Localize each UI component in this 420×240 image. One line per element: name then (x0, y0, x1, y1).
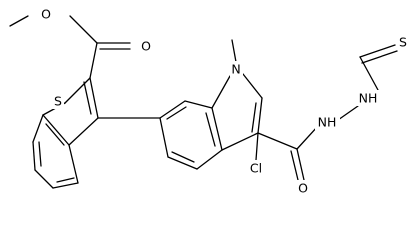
bond-i5-i6 (159, 117, 169, 158)
atom-label-hydrazine-nh-2: NH (359, 91, 378, 106)
bond-n1-c2 (242, 73, 263, 99)
bond-carbonyl-c2 (89, 42, 98, 79)
bond-c4-c3a (68, 144, 79, 184)
bond-c2-c3-a (89, 77, 99, 119)
bond-i7a-i3a (211, 107, 223, 151)
bond-c5-c4 (52, 182, 79, 189)
bond-i7-i7a (184, 100, 213, 109)
atom-label-thione-s: S (399, 35, 407, 50)
atom-label-ester-o-single: O (41, 7, 51, 22)
bond-amide-o-a (296, 148, 305, 181)
atom-label-amide-o: O (298, 181, 308, 196)
bond-indole-inner-1 (166, 106, 187, 120)
atom-indole-n: N (230, 61, 243, 77)
bond-c7-c6 (32, 141, 36, 171)
bond-amide-o-b (290, 150, 299, 181)
atom-label-ester-o-double: O (141, 39, 151, 54)
bond-c2-s1 (64, 77, 91, 104)
bond-nh-nh (337, 105, 359, 121)
bond-benzo-inner-3 (45, 123, 65, 146)
bond-i7a-n1 (211, 75, 231, 109)
bond-i6-i7 (159, 100, 186, 119)
atom-label-chlorine: Cl (250, 161, 262, 176)
bond-c3-cl (255, 132, 259, 161)
atom-chlorine: Cl (245, 160, 267, 176)
bond-c2-c3-indole-b (251, 102, 257, 133)
bond-indole-inner-2 (205, 112, 216, 147)
bond-i3a-i4 (196, 149, 223, 170)
bond-benzo-inner-1 (38, 141, 42, 167)
bond-c3-c3a (68, 117, 99, 146)
bond-ch-s-a (359, 44, 396, 58)
atom-hydrazine-nh-1: NH (315, 114, 340, 130)
atom-label-indole-n: N (231, 62, 240, 77)
bond-c6-c5 (34, 169, 54, 189)
bond-ch-s-b (361, 50, 398, 64)
atom-hydrazine-nh-2: NH (356, 90, 381, 106)
bond-i4-i5 (167, 156, 198, 170)
atom-ester-o-single: O (40, 6, 52, 22)
atom-label-thiophene-s: S (54, 94, 62, 109)
bond-c2-c3-b (83, 81, 92, 115)
bond-amide-nh (296, 125, 319, 150)
bond-methyl-o (9, 15, 29, 27)
atom-ester-o-double: O (140, 38, 152, 54)
bond-c7a-c7 (32, 114, 44, 143)
bond-indole-inner-3 (171, 151, 195, 163)
atom-thiophene-s: S (52, 93, 64, 109)
atom-amide-o: O (297, 180, 309, 196)
bond-c3-amide-c (257, 132, 298, 150)
bond-c3-c3a (221, 132, 259, 151)
bond-nh-ch (359, 56, 379, 91)
atom-layer: O O S N Cl O NH NH (40, 6, 409, 196)
bond-o-carbonyl (69, 15, 98, 44)
bond-n1-methyl (231, 39, 237, 63)
atom-thione-s: S (397, 34, 409, 50)
bond-layer (9, 15, 398, 189)
atom-label-hydrazine-nh-1: NH (318, 115, 337, 130)
bond-benzo-inner-2 (56, 177, 75, 183)
structure-canvas: O O S N Cl O NH NH (9, 6, 409, 196)
bond-c3a-c7a (42, 114, 70, 146)
bond-c2-c3-indole-a (257, 97, 263, 134)
